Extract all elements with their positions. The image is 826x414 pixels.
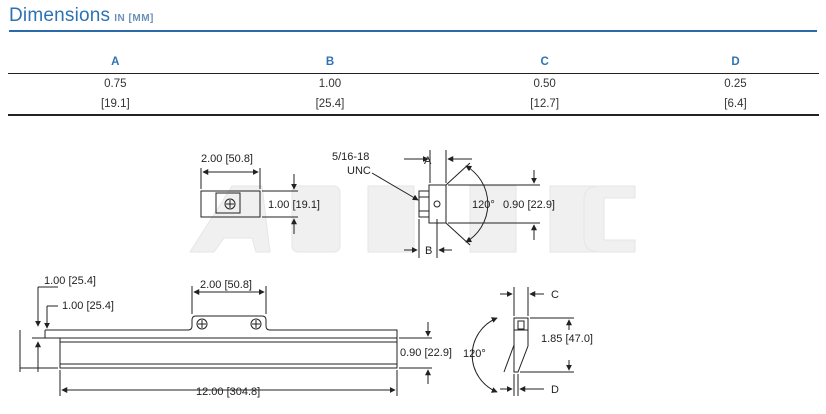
end-height-label: 0.90 [22.9] bbox=[503, 199, 555, 211]
side-profile bbox=[513, 317, 529, 373]
left-dim-label-2: 1.00 [25.4] bbox=[62, 300, 114, 312]
dimensions-table: A B C D 0.75 1.00 0.50 0.25 [19.1] [25.4… bbox=[8, 51, 819, 116]
side-hole bbox=[517, 320, 525, 330]
top-block-hole bbox=[224, 198, 236, 210]
column-header-d: D bbox=[651, 51, 819, 74]
top-block-width-label: 2.00 [50.8] bbox=[201, 153, 253, 165]
column-header-c: C bbox=[437, 51, 652, 74]
thread-stud bbox=[418, 190, 430, 218]
top-block-outline bbox=[200, 190, 261, 218]
column-header-b: B bbox=[222, 51, 438, 74]
mount-plate bbox=[45, 315, 398, 338]
mount-hole-left bbox=[196, 318, 208, 330]
watermark-logo bbox=[189, 185, 636, 253]
table-row-mm: [19.1] [25.4] [12.7] [6.4] bbox=[8, 94, 819, 116]
dim-d-label: D bbox=[551, 384, 559, 396]
dim-c-label: C bbox=[551, 289, 559, 301]
bar-height-label: 0.90 [22.9] bbox=[400, 347, 452, 359]
thread-label-1: 5/16-18 bbox=[332, 151, 369, 163]
mount-hole-right bbox=[250, 318, 262, 330]
cell-a-in: 0.75 bbox=[104, 78, 127, 90]
cell-c-mm: [12.7] bbox=[437, 94, 652, 116]
top-angle-label: 120° bbox=[472, 199, 495, 211]
mount-width-label: 2.00 [50.8] bbox=[200, 279, 252, 291]
unit-label: IN [MM] bbox=[114, 13, 154, 24]
top-block-view bbox=[200, 168, 298, 234]
side-angle-label: 120° bbox=[463, 348, 486, 360]
side-view bbox=[471, 287, 574, 396]
cell-b-in: 1.00 bbox=[318, 78, 342, 90]
side-height-label: 1.85 [47.0] bbox=[541, 333, 593, 345]
cell-a-mm: [19.1] bbox=[8, 94, 223, 116]
bar-view bbox=[19, 286, 432, 396]
bar-outline bbox=[59, 337, 398, 369]
bar-length-label: 12.00 [304.8] bbox=[196, 386, 260, 398]
table-row-inches: 0.75 1.00 0.50 0.25 bbox=[8, 74, 819, 95]
end-view-hole bbox=[433, 200, 441, 208]
cell-d-mm: [6.4] bbox=[651, 94, 819, 116]
column-header-a: A bbox=[8, 51, 223, 74]
top-block-height-label: 1.00 [19.1] bbox=[268, 199, 320, 211]
cell-b-mm: [25.4] bbox=[222, 94, 438, 116]
dim-a-label: A bbox=[424, 155, 432, 167]
thread-label-2: UNC bbox=[347, 165, 371, 177]
dim-b-label: B bbox=[425, 245, 432, 257]
left-dim-label-1: 1.00 [25.4] bbox=[44, 275, 96, 287]
top-block-pocket bbox=[215, 192, 241, 214]
cell-c-in: 0.50 bbox=[533, 78, 556, 90]
cell-d-in: 0.25 bbox=[724, 78, 747, 90]
end-body bbox=[428, 184, 447, 224]
table-header-row: A B C D bbox=[8, 51, 819, 74]
end-view bbox=[371, 150, 540, 258]
